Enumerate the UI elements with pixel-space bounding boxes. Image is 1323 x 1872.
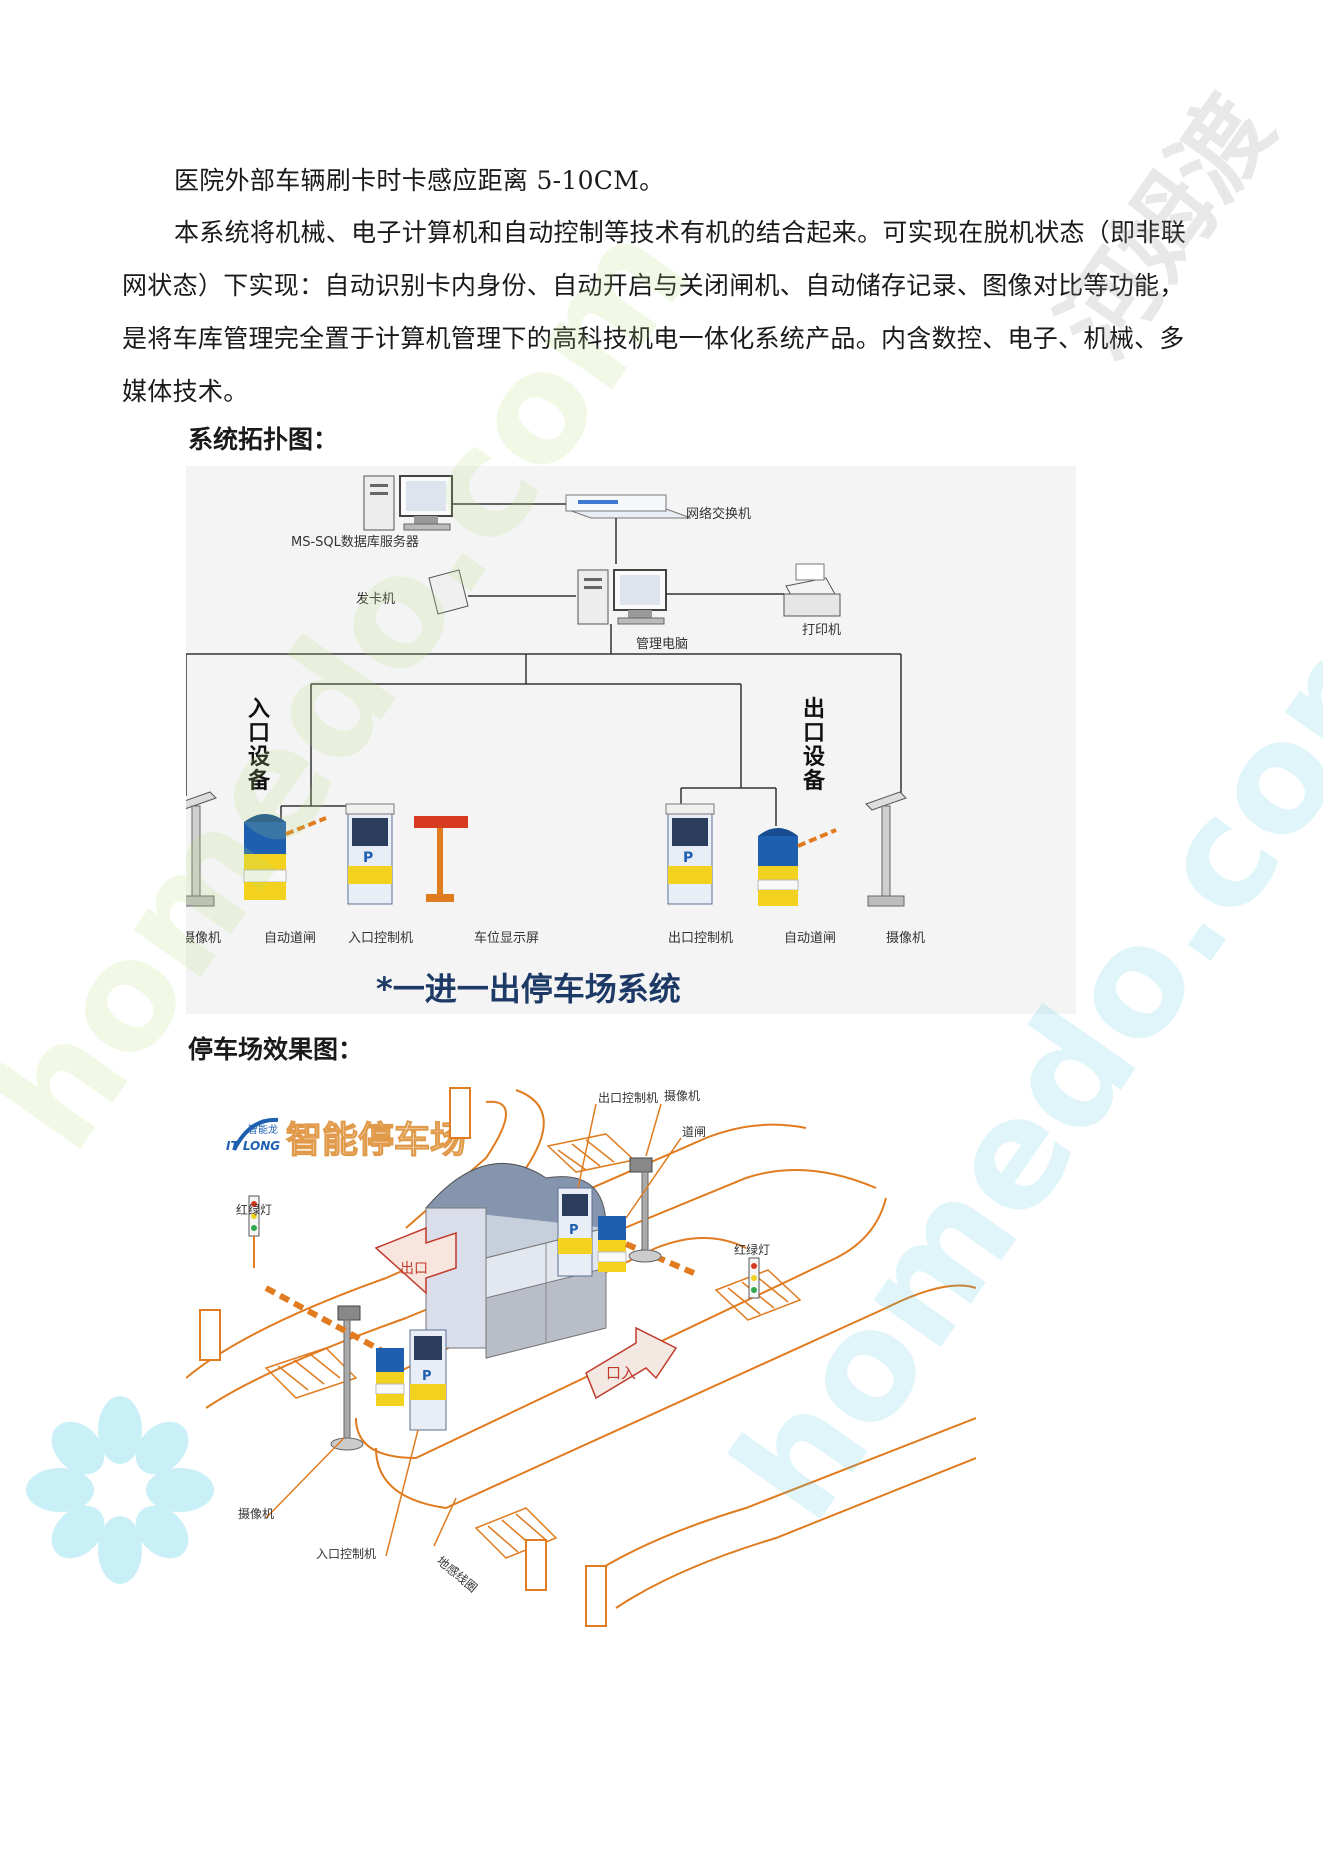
svg-text:IT LONG: IT LONG bbox=[226, 1139, 280, 1153]
label-mgmt-pc: 管理电脑 bbox=[636, 637, 688, 652]
left-camera-icon bbox=[186, 791, 217, 907]
label-gate-left: 自动道闸 bbox=[264, 931, 316, 946]
entry-arrow: 口入 bbox=[585, 1326, 678, 1400]
space-display-icon bbox=[414, 816, 468, 902]
brand-logo: 智能龙 IT LONG 智能停车场 bbox=[226, 1117, 467, 1162]
label-exit-group: 出口设备 bbox=[802, 697, 826, 794]
svg-text:出口: 出口 bbox=[400, 1261, 428, 1277]
exit-arrow: 出口 bbox=[374, 1226, 457, 1295]
topology-title: *一进一出停车场系统 bbox=[376, 970, 681, 1008]
entry-controller-icon: P bbox=[345, 803, 395, 905]
camera-top-icon bbox=[628, 1157, 662, 1263]
db-server-icon bbox=[363, 475, 453, 531]
label-exit-ctrl: 出口控制机 bbox=[668, 931, 733, 946]
label-camera-right: 摄像机 bbox=[886, 931, 925, 946]
traffic-light-left bbox=[248, 1195, 260, 1268]
svg-text:智能停车场: 智能停车场 bbox=[286, 1120, 466, 1161]
label-card-issuer: 发卡机 bbox=[356, 591, 395, 607]
road-outlines bbox=[186, 1089, 976, 1609]
traffic-light-right bbox=[748, 1257, 760, 1299]
left-gate-icon bbox=[243, 814, 327, 900]
label-printer: 打印机 bbox=[802, 623, 841, 638]
svg-text:口入: 口入 bbox=[606, 1364, 636, 1382]
mgmt-pc-icon bbox=[577, 569, 667, 625]
label-gate-right: 自动道闸 bbox=[784, 931, 836, 946]
topology-caption: 系统拓扑图： bbox=[188, 425, 339, 454]
effect-label-camera-top: 摄像机 bbox=[664, 1088, 700, 1103]
svg-text:P: P bbox=[683, 850, 693, 866]
bollards bbox=[199, 1087, 607, 1627]
entry-gate-bottom bbox=[264, 1285, 405, 1406]
label-space-display: 车位显示屏 bbox=[474, 930, 539, 946]
label-switch: 网络交换机 bbox=[686, 506, 751, 522]
effect-caption: 停车场效果图： bbox=[188, 1035, 364, 1064]
svg-text:P: P bbox=[422, 1369, 432, 1384]
hatch-zones bbox=[264, 1133, 802, 1559]
label-camera-left: 摄像机 bbox=[186, 931, 221, 946]
callout-lines bbox=[265, 1103, 682, 1557]
effect-label-light-left: 红绿灯 bbox=[236, 1202, 272, 1217]
body-line-1: 医院外部车辆刷卡时卡感应距离 5-10CM。 bbox=[174, 166, 665, 195]
effect-label-camera-bottom: 摄像机 bbox=[238, 1506, 274, 1521]
body-paragraph-2: 本系统将机械、电子计算机和自动控制等技术有机的结合起来。可实现在脱机状态（即非联… bbox=[122, 218, 1187, 406]
topology-diagram: MS-SQL数据库服务器 网络交换机 发卡机 管理电脑 bbox=[186, 466, 1076, 1014]
exit-controller-top: P bbox=[557, 1187, 593, 1277]
effect-label-light-right: 红绿灯 bbox=[734, 1242, 770, 1257]
effect-label-entry-ctrl: 入口控制机 bbox=[316, 1547, 376, 1561]
label-db-server: MS-SQL数据库服务器 bbox=[291, 534, 419, 550]
label-entry-group: 入口设备 bbox=[247, 697, 271, 794]
parking-effect-diagram: 智能龙 IT LONG 智能停车场 bbox=[186, 1078, 976, 1636]
camera-bottom-icon bbox=[330, 1305, 364, 1451]
svg-text:P: P bbox=[569, 1223, 579, 1238]
svg-text:智能龙: 智能龙 bbox=[248, 1123, 278, 1136]
parking-booth bbox=[424, 1163, 608, 1359]
svg-text:P: P bbox=[363, 850, 373, 866]
exit-gate-top bbox=[597, 1216, 698, 1277]
effect-label-exit-ctrl: 出口控制机 bbox=[598, 1091, 658, 1105]
right-gate-icon bbox=[757, 828, 837, 906]
effect-label-gate: 道闸 bbox=[682, 1125, 706, 1139]
watermark-flower-icon bbox=[26, 1396, 214, 1584]
entry-controller-bottom: P bbox=[409, 1329, 447, 1431]
printer-icon bbox=[783, 563, 841, 617]
label-entry-ctrl: 入口控制机 bbox=[348, 931, 413, 946]
switch-icon bbox=[565, 494, 692, 519]
right-camera-icon bbox=[865, 791, 907, 907]
card-issuer-icon bbox=[428, 569, 469, 615]
exit-controller-icon: P bbox=[665, 803, 715, 905]
